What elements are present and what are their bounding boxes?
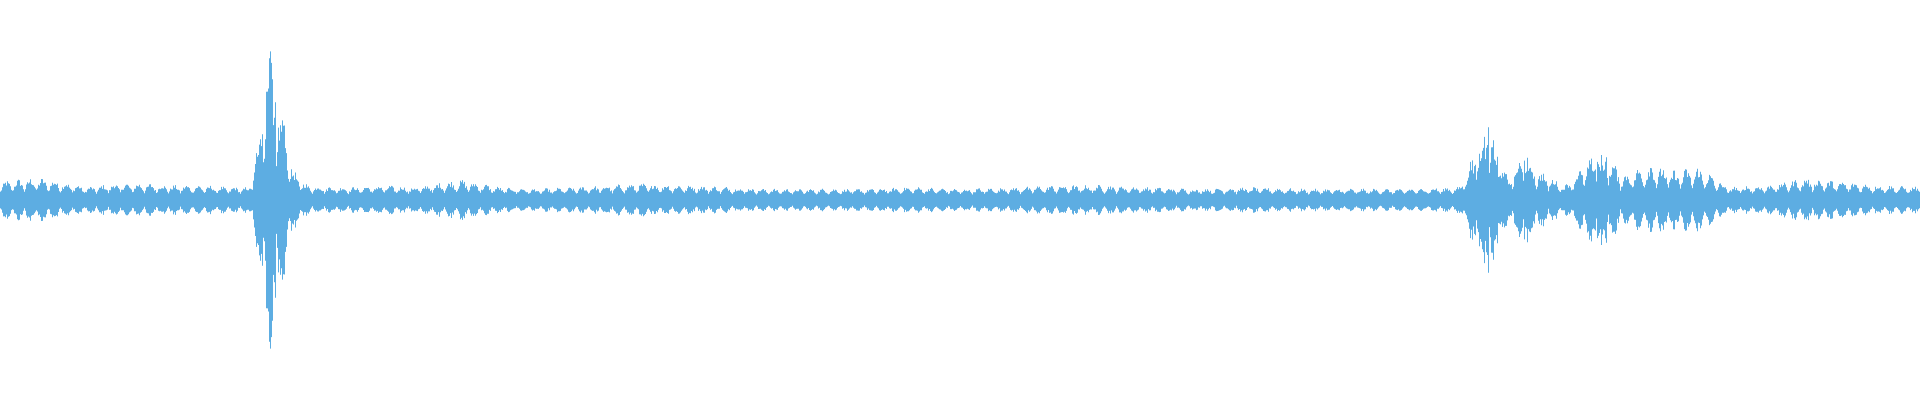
audio-waveform[interactable] <box>0 0 1920 400</box>
waveform-panel[interactable] <box>0 0 1920 400</box>
